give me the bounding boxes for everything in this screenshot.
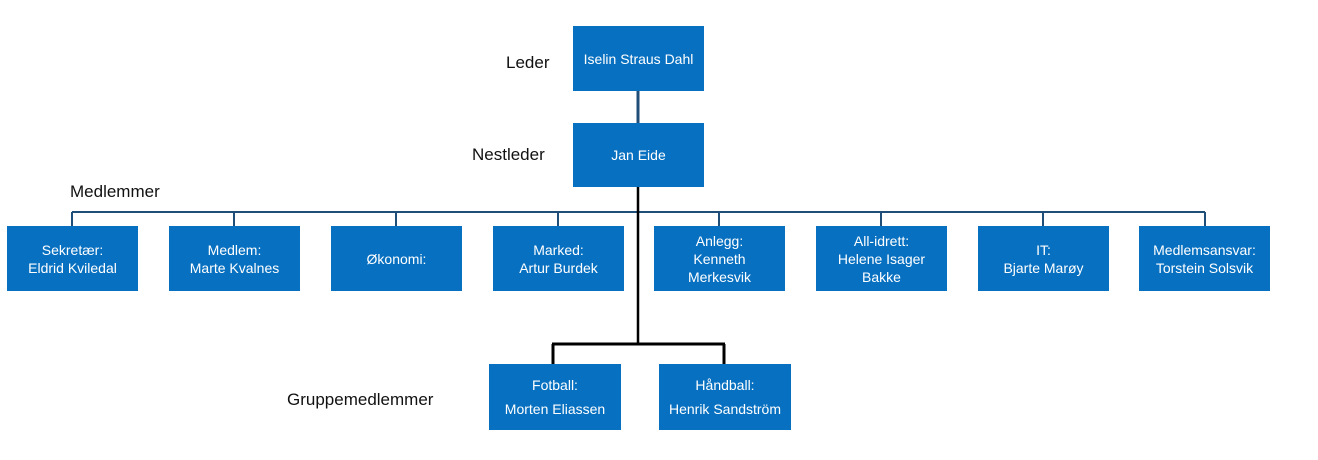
box-member-medlemsansvar: Medlemsansvar: Torstein Solsvik [1139, 226, 1270, 291]
box-group-line: Morten Eliassen [504, 401, 606, 417]
box-member-line: Merkesvik [687, 268, 751, 285]
box-member-it: IT: Bjarte Marøy [978, 226, 1109, 291]
box-member-line: Sekretær: [41, 241, 104, 258]
box-member-line: Anlegg: [695, 232, 744, 249]
box-leder-name: Iselin Straus Dahl [583, 50, 694, 67]
box-member-line: Bakke [862, 268, 901, 285]
box-member-anlegg: Anlegg: Kenneth Merkesvik [654, 226, 785, 291]
box-member-line: IT: [1036, 241, 1051, 258]
box-group-line: Håndball: [695, 377, 755, 393]
box-nestleder: Jan Eide [573, 123, 704, 187]
box-member-line: Artur Burdek [519, 259, 598, 276]
box-member-line: Marte Kvalnes [189, 259, 280, 276]
box-member-line: All-idrett: [853, 232, 910, 249]
box-member-line: Medlemsansvar: [1153, 241, 1256, 258]
box-member-all-idrett: All-idrett: Helene Isager Bakke [816, 226, 947, 291]
box-group-line: Fotball: [532, 377, 578, 393]
box-group-fotball: Fotball: Morten Eliassen [489, 364, 621, 430]
label-leder: Leder [506, 53, 550, 72]
box-member-medlem: Medlem: Marte Kvalnes [169, 226, 300, 291]
label-nestleder: Nestleder [472, 145, 545, 164]
box-nestleder-name: Jan Eide [611, 147, 666, 163]
box-leder: Iselin Straus Dahl [573, 26, 704, 91]
box-member-line: Helene Isager [837, 250, 926, 267]
box-member-line: Marked: [533, 241, 584, 258]
box-member-sekretaer: Sekretær: Eldrid Kviledal [7, 226, 138, 291]
box-group-line: Henrik Sandström [668, 401, 782, 417]
box-member-line: Medlem: [207, 241, 262, 258]
label-gruppemedlemmer: Gruppemedlemmer [287, 390, 434, 409]
box-member-line: Økonomi: [366, 250, 427, 267]
box-member-line: Eldrid Kviledal [28, 259, 117, 276]
box-member-marked: Marked: Artur Burdek [493, 226, 624, 291]
box-member-line: Bjarte Marøy [1003, 259, 1084, 276]
box-member-okonomi: Økonomi: [331, 226, 462, 291]
label-medlemmer: Medlemmer [70, 182, 160, 201]
box-group-handball: Håndball: Henrik Sandström [659, 364, 791, 430]
box-member-line: Kenneth [693, 250, 746, 267]
box-member-line: Torstein Solsvik [1155, 259, 1254, 276]
